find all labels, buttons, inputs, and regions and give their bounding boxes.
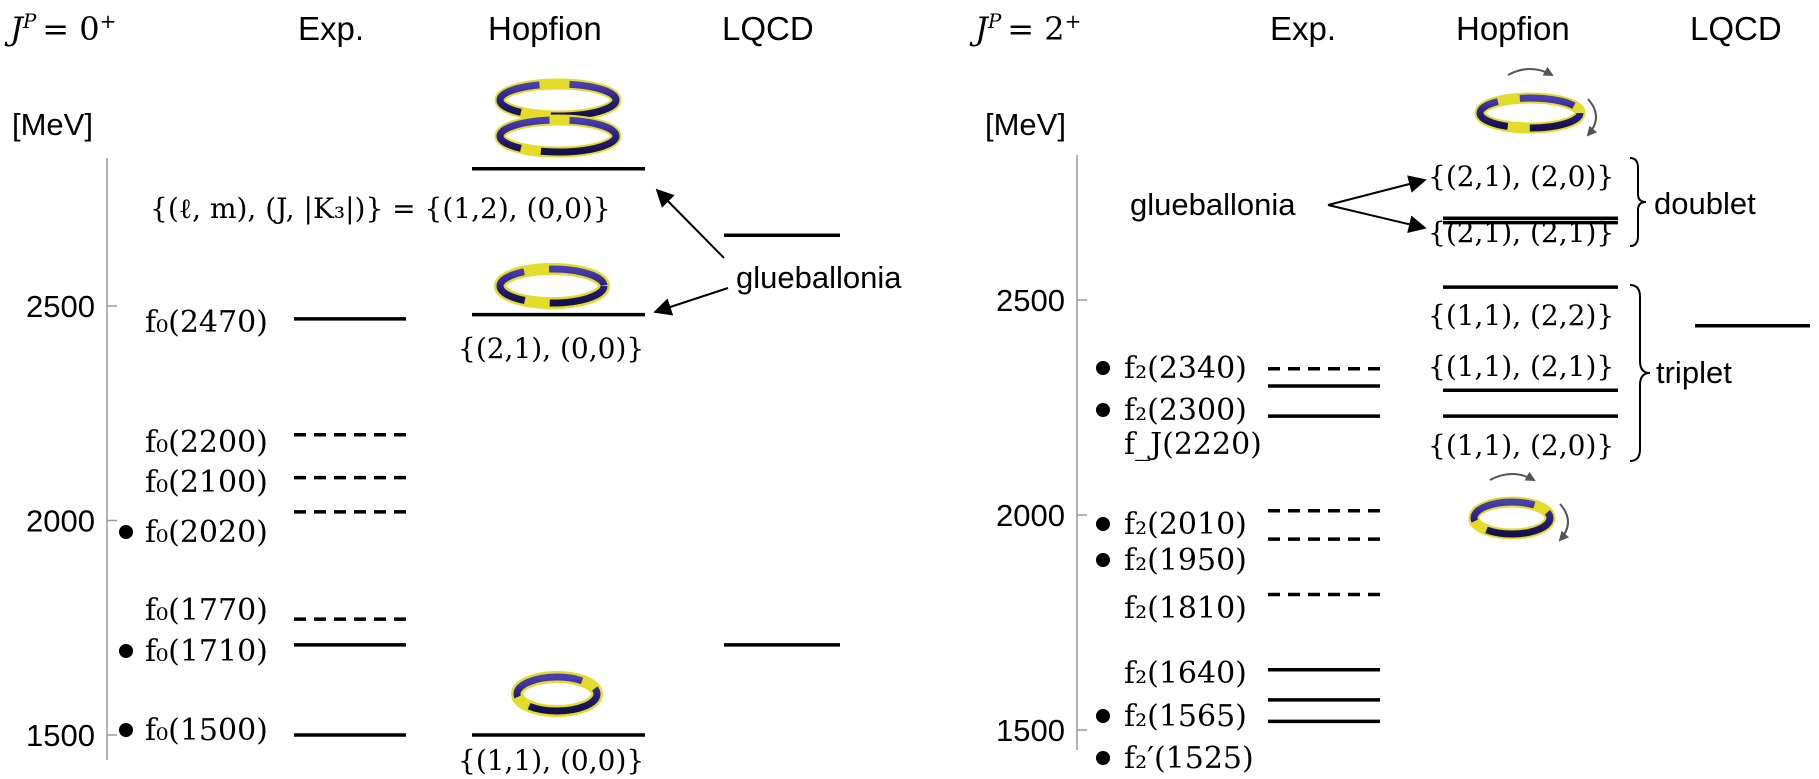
torus-icon (511, 671, 603, 717)
arrow (653, 287, 729, 316)
column-header-lqcd: LQCD (1690, 10, 1782, 47)
axis-tick-label: 1500 (996, 713, 1065, 748)
column-header-lqcd: LQCD (722, 10, 814, 47)
exp-state-label: f₂(2300) (1124, 393, 1247, 428)
axis-tick-label: 2500 (26, 289, 95, 324)
axis-ticks: 1500 2000 2500 (26, 289, 117, 753)
established-state-bullet (1096, 751, 1110, 765)
exp-state-label: f₂(1565) (1124, 699, 1247, 734)
established-state-bullet (1096, 553, 1110, 567)
exp-state-label: f₂(2340) (1124, 351, 1247, 386)
left-panel: JP= 0+ Exp. Hopfion LQCD [MeV] 1500 2000 2… (4, 9, 902, 777)
glueballonia-label: glueballonia (1130, 187, 1296, 222)
twisted-torus-icon (494, 263, 610, 309)
column-header-hopfion: Hopfion (488, 10, 602, 47)
jp-label-right: JP= 2+ (969, 9, 1081, 48)
exp-state-label: f₀(2470) (145, 305, 268, 340)
right-panel: JP= 2+ Exp. Hopfion LQCD [MeV] 1500 2000 2… (969, 9, 1810, 776)
exp-state-label: f₀(2100) (145, 465, 268, 500)
exp-state-label: f₀(2200) (145, 425, 268, 460)
axis-tick-label: 2000 (996, 498, 1065, 533)
hopfion-label: {(1,1), (0,0)} (458, 744, 644, 777)
established-state-bullet (1096, 709, 1110, 723)
hopfion-label: {(1,1), (2,0)} (1428, 429, 1614, 462)
axis-ticks: 1500 2000 2500 (996, 283, 1087, 748)
exp-state-label: f₀(1770) (145, 593, 268, 628)
arrow (1327, 175, 1427, 206)
hopfion-label: {(2,1), (2,1)} (1428, 216, 1614, 249)
glueballonia-label: glueballonia (736, 260, 902, 295)
exp-state-label: f_J(2220) (1124, 427, 1262, 462)
exp-state-label: f₂(1640) (1124, 656, 1247, 691)
exp-state-label: f₂(1810) (1124, 591, 1247, 626)
hopfion-label: {(2,1), (2,0)} (1428, 160, 1614, 193)
exp-levels: f₀(2470) f₀(2200) f₀(2100) f₀(2020) f₀(1770)… (119, 305, 406, 748)
exp-state-label: f₂(2010) (1124, 507, 1247, 542)
arrow (655, 188, 725, 259)
axis-tick-label: 2000 (26, 504, 95, 539)
triplet-label: triplet (1656, 355, 1732, 390)
exp-state-label: f₀(1710) (145, 634, 268, 669)
axis-tick-label: 2500 (996, 283, 1065, 318)
exp-levels: f₂(2340) f₂(2300)f_J(2220) f₂(2010)f₂(1950… (1096, 351, 1380, 776)
doublet-label: doublet (1654, 186, 1756, 221)
doublet-brace (1629, 157, 1647, 247)
hopfion-label: {(1,1), (2,1)} (1428, 350, 1614, 383)
established-state-bullet (1096, 517, 1110, 531)
triplet-brace (1629, 284, 1651, 462)
column-header-hopfion: Hopfion (1456, 10, 1570, 47)
exp-state-label: f₀(2020) (145, 515, 268, 550)
established-state-bullet (119, 644, 133, 658)
column-header-exp: Exp. (1270, 10, 1336, 47)
hopfion-label: {(2,1), (0,0)} (458, 332, 644, 365)
unit-label: [MeV] (12, 107, 93, 142)
exp-state-label: f₀(1500) (145, 713, 268, 748)
established-state-bullet (1096, 403, 1110, 417)
exp-state-label: f₂′(1525) (1124, 741, 1254, 776)
rotating-torus-icon (1468, 471, 1570, 542)
unit-label: [MeV] (985, 107, 1066, 142)
established-state-bullet (119, 525, 133, 539)
column-header-exp: Exp. (298, 10, 364, 47)
exp-state-label: f₂(1950) (1124, 543, 1247, 578)
jp-label-left: JP= 0+ (4, 9, 116, 48)
double-torus-icon (494, 78, 622, 158)
axis-tick-label: 1500 (26, 718, 95, 753)
quantum-number-formula: {(ℓ, m), (J, |K₃|)} = {(1,2), (0,0)} (150, 192, 611, 225)
arrow (1327, 204, 1427, 234)
established-state-bullet (1096, 361, 1110, 375)
rotating-twisted-torus-icon (1474, 66, 1598, 137)
established-state-bullet (119, 723, 133, 737)
hopfion-label: {(1,1), (2,2)} (1428, 299, 1614, 332)
